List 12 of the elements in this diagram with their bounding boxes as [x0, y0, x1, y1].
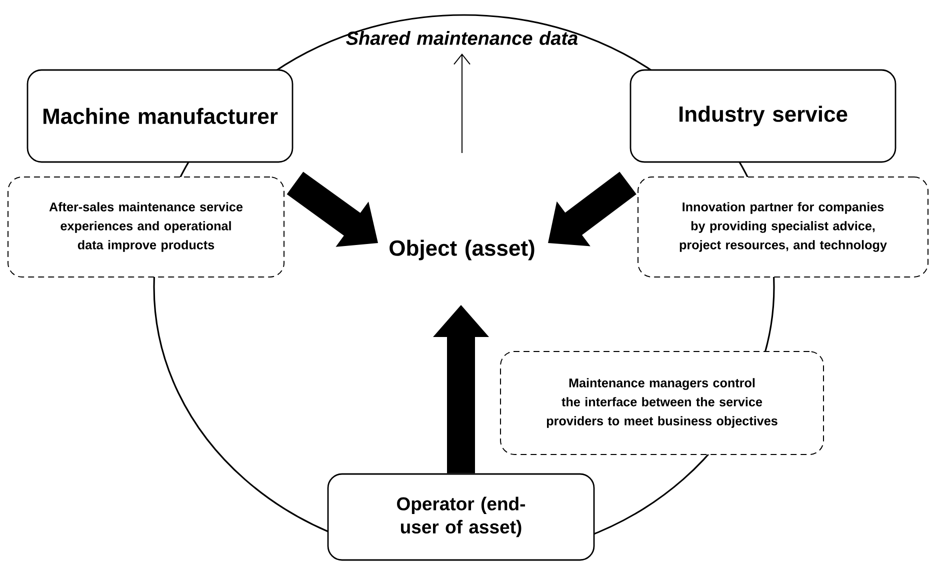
actor-box: Machine manufacturer: [26, 69, 294, 163]
block-arrow: [286, 172, 378, 247]
block-arrow: [548, 172, 636, 246]
center-label: Object (asset): [390, 240, 534, 260]
block-arrow: [433, 305, 489, 474]
note-box: Maintenance managers control the interface between the service providers to meet business objectives: [500, 351, 824, 455]
actor-box: Industry service: [630, 69, 896, 163]
actor-box: Operator (end-user of asset): [327, 473, 595, 561]
note-box: After-sales maintenance service experiences and operational data improve products: [8, 176, 284, 278]
note-box: Innovation partner for companies by providing specialist advice, project resources, and technology: [638, 176, 928, 278]
arrow: [454, 54, 470, 154]
data-label: Shared maintenance data: [346, 31, 578, 45]
